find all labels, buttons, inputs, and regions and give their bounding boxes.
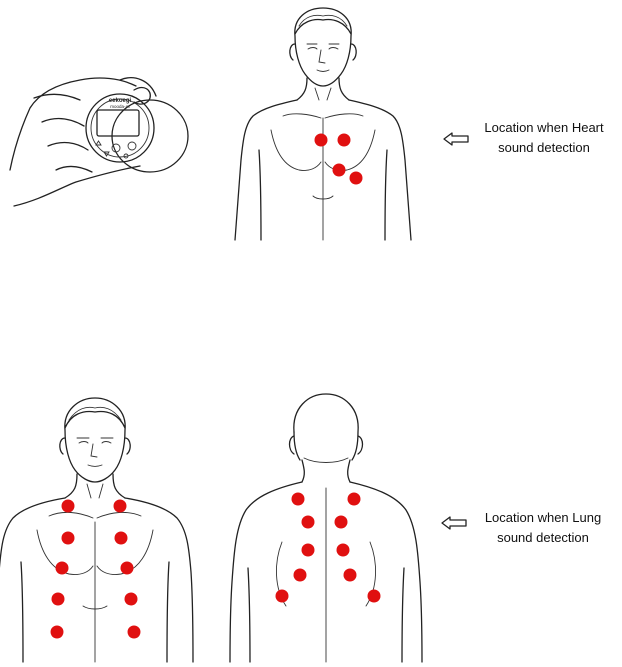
lung-front-point xyxy=(124,592,138,606)
back-torso-lung xyxy=(229,393,423,663)
lung-back-point xyxy=(334,515,348,529)
lung-front-point xyxy=(113,499,127,513)
device-screen xyxy=(96,109,140,137)
device-face xyxy=(85,93,155,163)
hollow-left-arrow-icon xyxy=(443,132,469,146)
lung-back-point xyxy=(343,568,357,582)
lung-back-point xyxy=(367,589,381,603)
front-torso-lung xyxy=(0,397,194,663)
front-torso-heart xyxy=(234,7,412,241)
lung-front-point xyxy=(61,499,75,513)
lung-back-point xyxy=(293,568,307,582)
lung-caption-line1: Location when Lung xyxy=(484,510,602,525)
lung-back-markers xyxy=(275,492,381,603)
hand-holding-stethoscope-device: eekoegi mooda-AI xyxy=(9,77,189,207)
lung-front-point xyxy=(55,561,69,575)
heart-point-tricuspid xyxy=(332,163,346,177)
lung-caption: Location when Lung sound detection xyxy=(478,508,608,548)
lung-front-point xyxy=(114,531,128,545)
lung-back-point xyxy=(347,492,361,506)
lung-front-point xyxy=(61,531,75,545)
lung-caption-line2: sound detection xyxy=(497,530,589,545)
lung-front-point xyxy=(127,625,141,639)
lung-back-point xyxy=(336,543,350,557)
heart-caption-line1: Location when Heart xyxy=(484,120,604,135)
device-down-button-icon xyxy=(103,151,110,157)
lung-front-point xyxy=(120,561,134,575)
lung-front-markers xyxy=(50,499,141,639)
lung-back-point xyxy=(301,543,315,557)
lung-front-point xyxy=(50,625,64,639)
heart-point-pulmonic xyxy=(337,133,351,147)
heart-point-mitral xyxy=(349,171,363,185)
lung-front-point xyxy=(51,592,65,606)
heart-markers xyxy=(314,133,363,185)
device-mode-button-icon xyxy=(127,141,137,151)
lung-back-point xyxy=(275,589,289,603)
heart-caption-line2: sound detection xyxy=(498,140,590,155)
device-power-button-icon xyxy=(111,143,121,153)
heart-caption: Location when Heart sound detection xyxy=(474,118,614,158)
device-up-button-icon xyxy=(95,140,102,146)
heart-point-aortic xyxy=(314,133,328,147)
device-brand-label: eekoegi xyxy=(109,98,132,104)
device-model-label: mooda-AI xyxy=(110,104,130,109)
hollow-left-arrow-icon xyxy=(441,516,467,530)
lung-back-point xyxy=(291,492,305,506)
lung-back-point xyxy=(301,515,315,529)
